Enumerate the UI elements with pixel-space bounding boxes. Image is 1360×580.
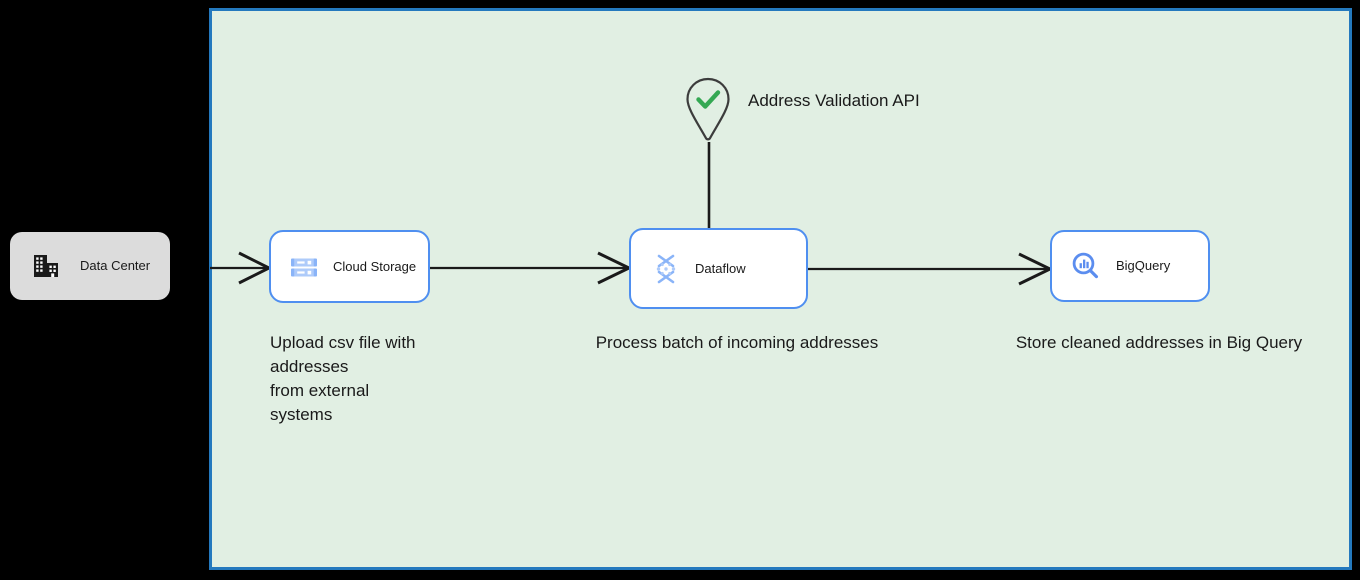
- node-label-bigquery: BigQuery: [1116, 258, 1171, 274]
- data-center-icon: [32, 251, 62, 281]
- node-address-validation-api[interactable]: [684, 76, 732, 142]
- map-pin-check-icon: [686, 77, 730, 141]
- node-label-address-validation-api: Address Validation API: [748, 91, 920, 110]
- caption-cloud-storage: Upload csv file with addresses from exte…: [270, 333, 416, 424]
- node-bigquery[interactable]: BigQuery: [1050, 230, 1210, 302]
- node-label-dataflow: Dataflow: [695, 260, 746, 276]
- caption-dataflow: Process batch of incoming addresses: [595, 333, 879, 352]
- cloud-storage-icon: [289, 252, 319, 282]
- node-label-cloud-storage: Cloud Storage: [333, 258, 417, 274]
- caption-bigquery: Store cleaned addresses in Big Query: [1015, 333, 1303, 352]
- bigquery-icon: [1070, 250, 1102, 282]
- node-label-data-center: Data Center: [80, 258, 151, 274]
- node-data-center[interactable]: Data Center: [10, 232, 170, 300]
- node-dataflow[interactable]: Dataflow: [629, 228, 808, 309]
- node-cloud-storage[interactable]: Cloud Storage: [269, 230, 430, 303]
- dataflow-icon: [651, 253, 681, 285]
